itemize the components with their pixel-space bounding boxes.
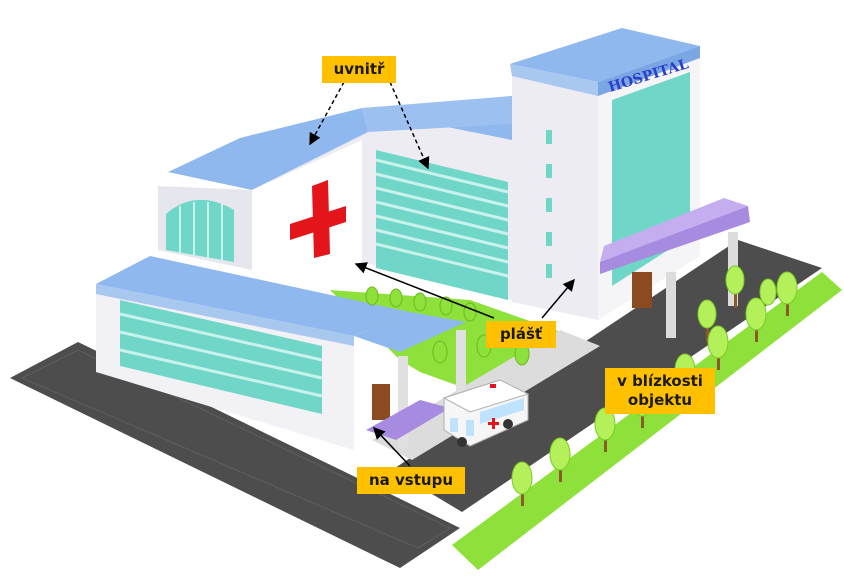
label-vicinity: v blízkosti objektu [605,368,715,414]
red-cross-icon [290,180,346,258]
road-left [10,342,460,568]
front-building [96,256,466,450]
street-trees [511,265,798,506]
arrow-envelope-left [354,262,495,319]
tower-side-windows [546,130,552,278]
ambulance-icon [442,379,530,447]
arrow-inside-right [389,81,430,170]
label-inside: uvnitř [322,56,396,83]
label-vicinity-line2: objektu [627,391,693,409]
label-envelope: plášť [486,321,556,348]
grass-strip [452,272,842,570]
label-entrance: na vstupu [357,467,465,494]
arrow-inside-left [309,81,345,146]
courtyard-trees [365,286,530,366]
arrow-entrance [372,426,411,467]
arrow-envelope-right [541,278,575,319]
label-vicinity-line1: v blízkosti [617,372,703,390]
